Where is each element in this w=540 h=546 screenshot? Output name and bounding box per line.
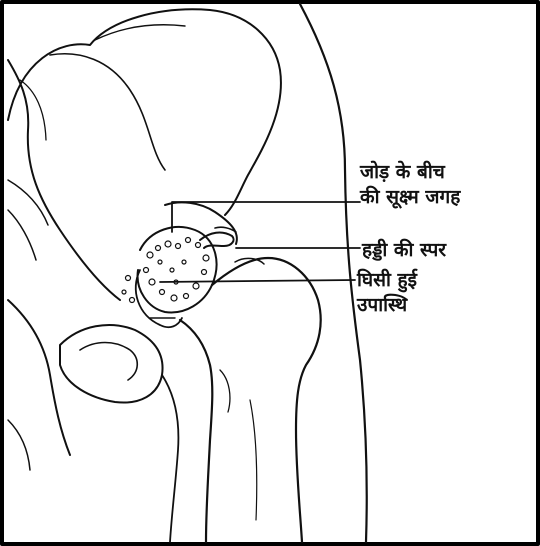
label-bone-spur: हड्डी की स्पर [362,238,446,263]
label-worn-cartilage-line1: घिसी हुई [357,268,417,293]
label-joint-space-line2: की सूक्ष्म जगह [360,185,460,210]
iliac-wing-icon [8,9,281,215]
label-joint-space-line1: जोड़ के बीच [360,160,460,185]
label-worn-cartilage-line2: उपास्थि [357,293,417,318]
acetabulum-icon [165,202,237,244]
femur-icon [212,258,321,542]
ischium-icon [60,325,163,403]
label-joint-space: जोड़ के बीच की सूक्ष्म जगह [360,160,460,210]
label-worn-cartilage: घिसी हुई उपास्थि [357,268,417,318]
